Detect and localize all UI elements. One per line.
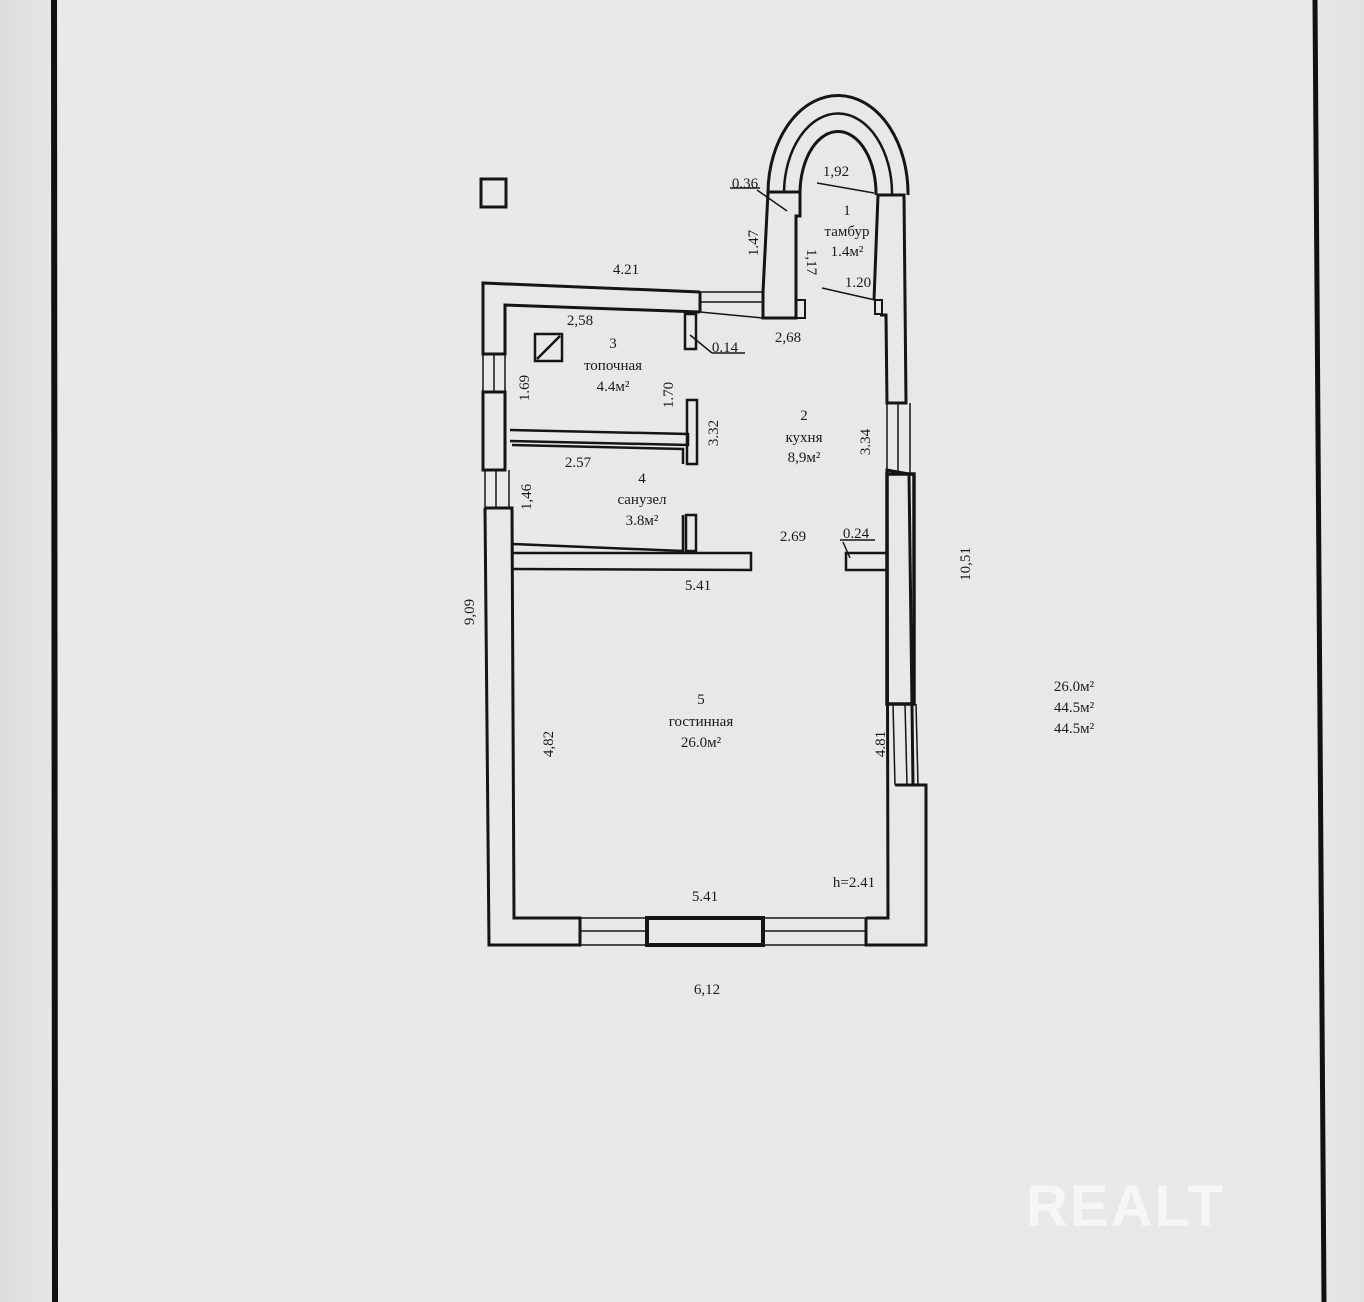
windows [482, 291, 919, 946]
summary-total-area: 44.5м² [1054, 700, 1095, 716]
sheet-border-right [1312, 0, 1327, 1302]
room-number: 3 [609, 336, 617, 352]
room-number: 2 [800, 408, 808, 424]
dim-label: 4.21 [613, 262, 639, 278]
room-name: топочная [584, 358, 642, 374]
dim-label: 3.32 [706, 420, 722, 446]
area-summary: 26.0м² 44.5м² 44.5м² [1054, 679, 1095, 737]
boiler-symbol [533, 332, 564, 363]
dim-label: 1,92 [823, 164, 849, 180]
dim-label: 9,09 [462, 599, 478, 625]
dim-label: 3.34 [858, 428, 874, 455]
room-number: 5 [697, 692, 705, 708]
interior-walls [509, 312, 889, 572]
dim-label: 2.57 [565, 455, 592, 471]
leader-lines [689, 182, 876, 559]
room-number: 1 [843, 203, 851, 219]
dim-label: 5.41 [685, 578, 711, 594]
vestibule-arch [766, 94, 910, 196]
dim-label: 2,68 [775, 330, 801, 346]
summary-living-area: 26.0м² [1054, 679, 1095, 695]
room-name: гостинная [669, 714, 734, 730]
dim-label: 10,51 [958, 547, 974, 581]
room-name: кухня [785, 430, 822, 446]
dim-label: 1.69 [517, 375, 533, 401]
dimensions: 0.36 1,92 1.20 4.21 2,58 0.14 2,68 2.57 … [462, 164, 974, 998]
dim-label: 5.41 [692, 889, 718, 905]
dim-label: 1,46 [519, 483, 535, 510]
room-area: 1.4м² [831, 244, 864, 260]
dim-label: 6,12 [694, 982, 720, 998]
realt-watermark: REALT [1026, 1174, 1225, 1239]
marker-square [479, 177, 508, 209]
room-area: 26.0м² [681, 735, 722, 751]
room-area: 8,9м² [788, 450, 821, 466]
dim-label: 0.24 [843, 526, 870, 542]
room-2: 2 кухня 8,9м² [785, 408, 822, 466]
room-name: санузел [617, 492, 667, 508]
room-3: 3 топочная 4.4м² [584, 336, 642, 395]
room-area: 3.8м² [626, 513, 659, 529]
dim-label: 4,82 [541, 731, 557, 757]
dim-label: 0.36 [732, 176, 759, 192]
outer-walls [481, 190, 928, 947]
summary-gross-area: 44.5м² [1054, 721, 1095, 737]
dim-label: 1,17 [803, 249, 819, 276]
room-4: 4 санузел 3.8м² [617, 471, 667, 529]
dim-label: 2,58 [567, 313, 593, 329]
room-1: 1 тамбур 1.4м² [825, 203, 870, 260]
dim-label: 1.70 [661, 382, 677, 408]
dim-label: 1.47 [746, 229, 762, 256]
room-number: 4 [638, 471, 646, 487]
sheet-border-left [51, 0, 58, 1302]
dim-label: 4.81 [873, 731, 889, 757]
dim-label: 0.14 [712, 340, 739, 356]
room-area: 4.4м² [597, 379, 630, 395]
dim-label: 1.20 [845, 275, 871, 291]
room-5: 5 гостинная 26.0м² [669, 692, 734, 751]
dim-label: 2.69 [780, 529, 806, 545]
room-name: тамбур [825, 224, 870, 240]
ceiling-height: h=2.41 [833, 875, 875, 891]
